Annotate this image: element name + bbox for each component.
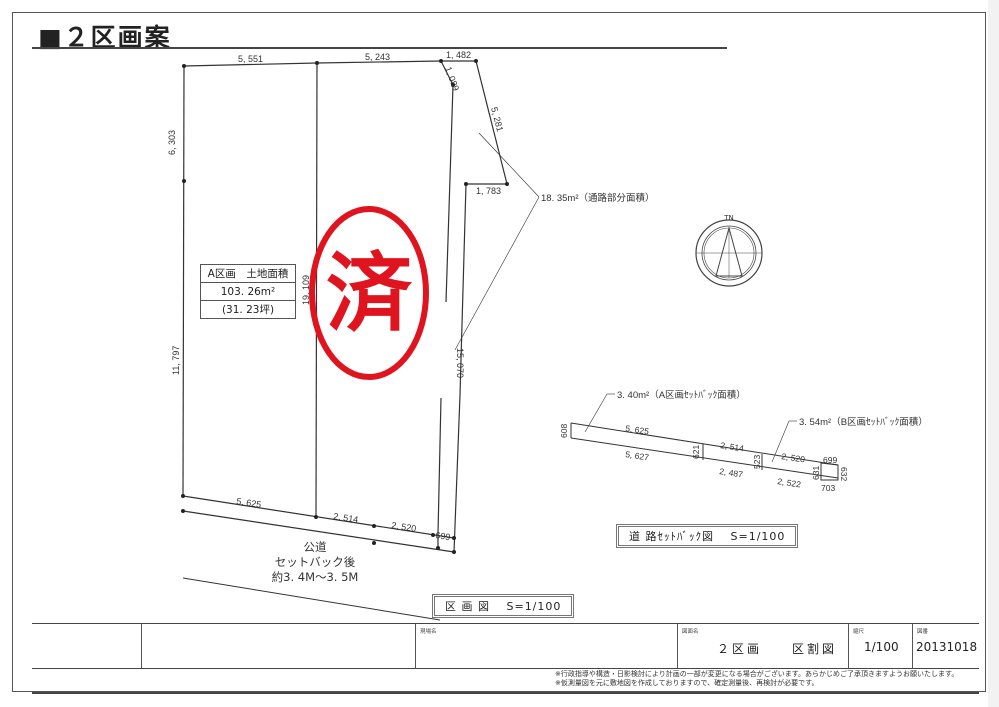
scale-value: 1/100 [864,640,899,654]
title-block: 現場名 図面名 ２区画 区割図 縮尺 1/100 図番 20131018 [32,623,979,669]
title-underline [32,47,727,49]
sb-v-2: 621 [691,445,701,459]
dim-right-slant: 5, 281 [489,106,505,133]
road-label-line1: 公道 [303,540,327,554]
dim-bottom-3: 2, 520 [391,520,417,534]
sb-bottom-2: 2, 487 [719,466,744,479]
north-label: TN [723,214,734,222]
sb-right-v: 632 [839,467,849,481]
area-tsubo: (31. 23坪) [200,300,296,319]
sb-left-v: 608 [559,424,569,438]
drawing-name-caption: 図面名 [682,629,699,635]
sb-top-1: 5, 625 [625,423,650,436]
north-arrow-icon: TN [695,214,763,287]
drawing-number: 20131018 [916,640,978,654]
sb-bottom-3: 2, 522 [777,476,802,489]
road-label-line2: セットバック後 [274,555,356,569]
plan-scale-box: 区 画 図 S=1/100 [432,594,575,618]
road-label: 公道 セットバック後 約3. 4M〜3. 5M [255,540,375,585]
dim-top-left: 5, 551 [238,54,263,64]
title-block-divider-4 [848,624,849,668]
dim-bottom-2: 2, 514 [333,511,359,525]
sb-top-3: 2, 520 [781,451,806,464]
setback-diagram [570,393,839,481]
road-label-line3: 約3. 4M〜3. 5M [271,570,359,584]
scale-caption: 縮尺 [853,629,865,635]
sb-bottom-4: 703 [821,483,835,493]
dim-left-lower: 11, 797 [171,346,181,375]
sb-bottom-1: 5, 627 [625,449,650,462]
title-block-divider-1 [141,624,142,668]
note-1: ※行政指導や構造・日影検討により計画の一部が変更になる場合がございます。あらかじ… [555,670,959,678]
title-block-divider-5 [912,624,913,668]
page-edge [988,0,999,707]
dim-bottom-4: 699 [435,530,451,542]
sb-v-3: 523 [752,455,762,469]
dim-bottom-1: 5, 625 [236,496,262,510]
dim-top-middle: 5, 243 [365,52,390,62]
area-table-header: A区画 土地面積 [200,264,296,283]
area-table: A区画 土地面積 103. 26m² (31. 23坪) [200,264,296,319]
title-block-divider-2 [415,624,416,668]
stamp: 済 [309,206,429,380]
site-name-caption: 現場名 [420,629,437,635]
dim-notch: 1, 783 [476,186,501,196]
notes: ※行政指導や構造・日影検討により計画の一部が変更になる場合がございます。あらかじ… [555,670,958,688]
drawing-name: ２区画 区割図 [717,642,838,656]
dim-corner-cut: 1, 089 [443,65,461,92]
title-block-divider-3 [677,624,678,668]
dim-middle-vertical: 19, 109 [301,275,311,305]
drawing-number-caption: 図番 [917,629,929,635]
drawing-frame [12,12,986,692]
dim-left-upper: 6, 303 [167,130,177,155]
road-area-label: 18. 35m²（通路部分面積） [541,192,655,204]
setback-scale-box: 道 路ｾｯﾄﾊﾞｯｸ図 S=1/100 [616,524,799,548]
note-2: ※仮測量図を元に敷地図を作成しておりますので、確定測量後、再検討が必要です。 [555,679,819,687]
dim-right-long: 15, 070 [455,348,465,378]
sb-v-4: 631 [811,466,821,480]
setback-a-label: 3. 40m²（A区画ｾｯﾄﾊﾞｯｸ面積） [617,389,746,401]
setback-b-label: 3. 54m²（B区画ｾｯﾄﾊﾞｯｸ面積） [799,416,928,428]
dim-top-right: 1, 482 [446,50,471,60]
sb-top-2: 2, 514 [720,440,745,453]
sb-top-4: 699 [823,455,837,465]
area-sqm: 103. 26m² [200,282,296,301]
stamp-character: 済 [326,244,413,344]
bottom-rule [32,692,979,694]
